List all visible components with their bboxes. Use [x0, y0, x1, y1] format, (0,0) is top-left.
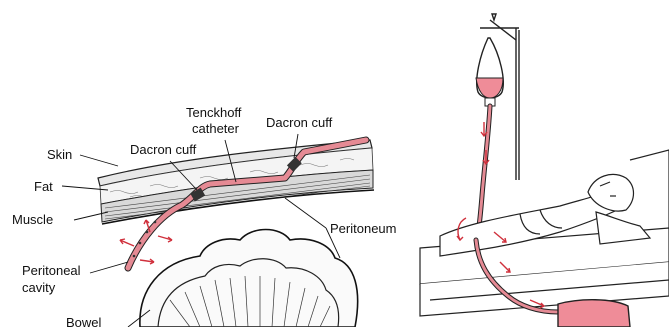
label-fat: Fat — [34, 179, 53, 194]
drainage-bag — [558, 300, 630, 327]
label-skin: Skin — [47, 147, 72, 162]
dialysate-bag — [476, 38, 503, 106]
label-tenckhoff-line1: Tenckhoff — [186, 105, 241, 120]
label-peritoneal-cavity-line1: Peritoneal — [22, 263, 81, 278]
label-muscle: Muscle — [12, 212, 53, 227]
label-tenckhoff-line2: catheter — [192, 121, 239, 136]
label-peritoneum: Peritoneum — [330, 221, 396, 236]
label-dacron-cuff-right: Dacron cuff — [266, 115, 332, 130]
label-dacron-cuff-left: Dacron cuff — [130, 142, 196, 157]
label-bowel: Bowel — [66, 315, 101, 330]
label-peritoneal-cavity-line2: cavity — [22, 280, 55, 295]
bowel-illustration — [140, 230, 358, 328]
